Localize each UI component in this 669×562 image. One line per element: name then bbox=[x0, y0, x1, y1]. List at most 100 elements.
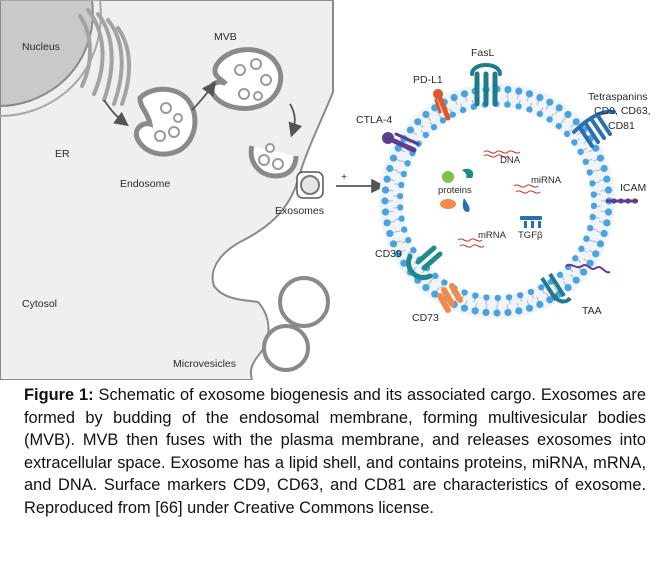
lipid-head bbox=[586, 224, 594, 232]
cd73-label: CD73 bbox=[412, 312, 439, 324]
lipid-head bbox=[604, 208, 613, 216]
proteins-label: proteins bbox=[438, 185, 472, 196]
lipid-head bbox=[572, 118, 580, 126]
lipid-head bbox=[410, 246, 417, 254]
microvesicles bbox=[262, 276, 330, 372]
lipid-head bbox=[400, 170, 408, 178]
released-exosome bbox=[296, 171, 324, 199]
lipid-head bbox=[577, 148, 584, 156]
lipid-head bbox=[460, 90, 469, 98]
lipid-head bbox=[586, 259, 594, 267]
cd39-marker bbox=[406, 245, 443, 280]
lipid-head bbox=[383, 175, 391, 183]
lipid-head bbox=[536, 110, 544, 118]
lipid-head bbox=[538, 284, 545, 291]
lipid-head bbox=[563, 130, 571, 138]
lipid-head bbox=[515, 87, 523, 95]
nucleus-label: Nucleus bbox=[22, 41, 60, 53]
exosome-figure: Nucleus ER MVB Endosome Exosomes + Cytos… bbox=[0, 0, 651, 380]
mirna-label: miRNA bbox=[531, 175, 562, 186]
lipid-head bbox=[555, 122, 562, 130]
lipid-head bbox=[394, 250, 402, 258]
lipid-head bbox=[381, 208, 390, 216]
lipid-head bbox=[504, 101, 511, 108]
mrna-label: mRNA bbox=[478, 230, 507, 241]
tgfb-label: TGFβ bbox=[518, 230, 543, 241]
endoplasmic-reticulum bbox=[78, 8, 131, 106]
ctla4-label: CTLA-4 bbox=[356, 114, 392, 126]
nucleic-acid-cargo bbox=[457, 150, 541, 248]
lipid-head bbox=[422, 283, 430, 292]
tetraspanins-label-1: Tetraspanins bbox=[588, 91, 648, 103]
lipid-head bbox=[389, 240, 398, 248]
lipid-head bbox=[405, 236, 412, 244]
lipid-head bbox=[441, 279, 448, 286]
lipid-head bbox=[432, 272, 439, 280]
lipid-head bbox=[400, 259, 408, 267]
lipid-head bbox=[394, 144, 402, 152]
lipid-head bbox=[389, 154, 398, 162]
lipid-head bbox=[414, 118, 422, 126]
lipid-head bbox=[504, 85, 512, 94]
dna-label: DNA bbox=[500, 155, 521, 166]
lipid-head bbox=[386, 164, 394, 173]
ctla4-marker bbox=[382, 132, 420, 153]
taa-marker bbox=[540, 263, 611, 304]
lipid-head bbox=[383, 219, 391, 227]
lipid-head bbox=[572, 255, 579, 262]
exosomes-label: Exosomes bbox=[275, 205, 324, 217]
lipid-head bbox=[381, 197, 389, 205]
figure-caption: Figure 1: Schematic of exosome biogenesi… bbox=[24, 384, 646, 520]
figure-caption-text: Schematic of exosome biogenesis and its … bbox=[24, 386, 646, 517]
lipid-head bbox=[564, 283, 572, 292]
lipid-head bbox=[589, 180, 596, 187]
lipid-head bbox=[397, 204, 404, 211]
lipid-head bbox=[471, 307, 479, 315]
lipid-head bbox=[579, 268, 588, 276]
lipid-head bbox=[590, 191, 597, 198]
lipid-head bbox=[600, 229, 608, 238]
fasl-marker bbox=[470, 63, 502, 107]
lipid-head bbox=[546, 98, 554, 106]
lipid-head bbox=[515, 103, 522, 110]
lipid-head bbox=[516, 291, 524, 299]
lipid-head bbox=[401, 226, 408, 233]
lipid-head bbox=[460, 304, 469, 312]
fasl-label: FasL bbox=[471, 47, 495, 59]
lipid-head bbox=[515, 307, 523, 315]
plus-sign: + bbox=[341, 171, 347, 183]
lipid-head bbox=[556, 271, 564, 278]
lipid-head bbox=[398, 181, 405, 189]
tetraspanins-label-2: CD9, CD63, bbox=[594, 105, 651, 117]
lipid-head bbox=[461, 289, 468, 296]
lipid-head bbox=[494, 294, 501, 302]
lipid-head bbox=[583, 235, 590, 242]
lipid-head bbox=[386, 229, 394, 238]
lipid-head bbox=[381, 186, 390, 194]
proteins-cargo bbox=[440, 168, 474, 212]
mvb-shape bbox=[208, 47, 284, 111]
exosome-detail bbox=[379, 83, 615, 319]
pdl1-label: PD-L1 bbox=[413, 74, 443, 86]
lipid-head bbox=[449, 111, 456, 118]
lipid-head bbox=[603, 175, 611, 183]
lipid-head bbox=[592, 250, 600, 258]
microvesicles-label: Microvesicles bbox=[173, 358, 236, 370]
icam-label: ICAM bbox=[620, 182, 646, 194]
lipid-head bbox=[603, 219, 611, 227]
lipid-head bbox=[527, 288, 535, 296]
endosome-shape bbox=[134, 86, 198, 157]
lipid-head bbox=[596, 240, 605, 248]
lipid-head bbox=[504, 308, 512, 317]
lipid-head bbox=[406, 126, 415, 134]
lipid-head bbox=[525, 90, 534, 98]
cd39-label: CD39 bbox=[375, 248, 402, 260]
lipid-head bbox=[483, 294, 490, 301]
lipid-head bbox=[564, 110, 572, 119]
lipid-head bbox=[592, 144, 600, 152]
endosome-label: Endosome bbox=[120, 178, 170, 190]
figure-caption-label: Figure 1: bbox=[24, 386, 94, 404]
lipid-head bbox=[546, 296, 554, 304]
er-label: ER bbox=[55, 148, 70, 160]
lipid-head bbox=[493, 309, 501, 317]
